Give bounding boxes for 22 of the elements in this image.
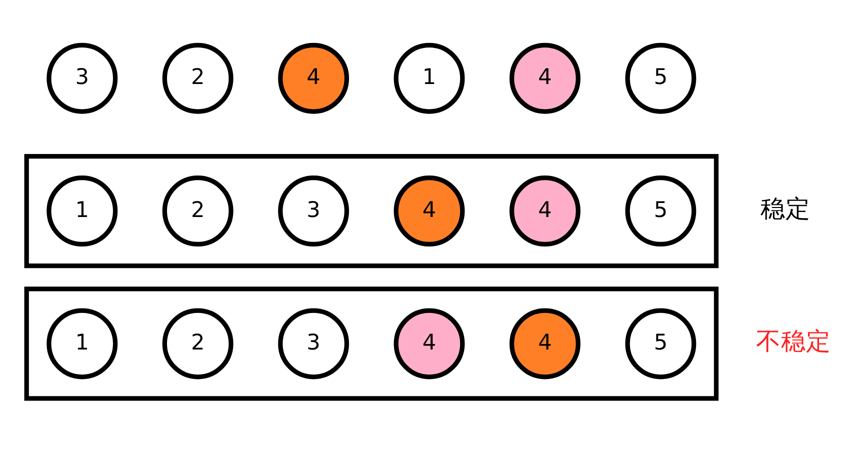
- node-circle: 1: [46, 308, 118, 379]
- node-circle: 4: [510, 42, 580, 114]
- node-label: 不稳定: [756, 326, 831, 356]
- node-label: 稳定: [760, 193, 811, 222]
- node-circle: 4: [278, 42, 350, 114]
- node-circle: 3: [278, 175, 350, 246]
- node-circle: 5: [625, 308, 696, 379]
- node-circle: 5: [625, 42, 696, 114]
- node-circle: 2: [162, 175, 234, 246]
- node-circle: 1: [394, 42, 465, 114]
- cluster: [24, 286, 719, 400]
- node-circle: 4: [394, 308, 465, 379]
- node-circle: 2: [162, 308, 234, 379]
- node-circle: 1: [46, 175, 118, 246]
- node-circle: 3: [278, 308, 350, 379]
- node-circle: 3: [46, 42, 118, 114]
- node-circle: 5: [625, 175, 696, 246]
- node-circle: 4: [510, 175, 580, 246]
- node-circle: 4: [510, 308, 580, 379]
- node-circle: 4: [394, 175, 465, 246]
- cluster: [24, 153, 719, 268]
- node-circle: 2: [162, 42, 234, 114]
